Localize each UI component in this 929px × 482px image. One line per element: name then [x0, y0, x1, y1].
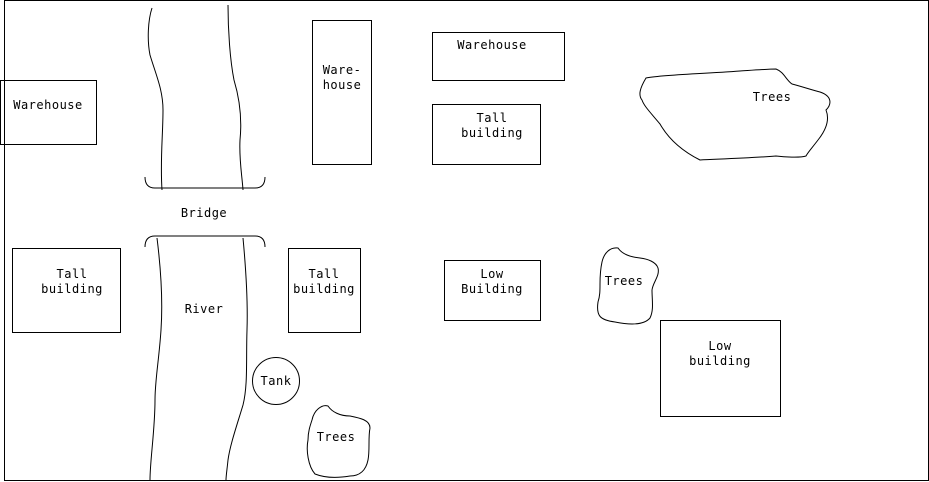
warehouse-left — [0, 80, 97, 145]
low-building-center — [444, 260, 541, 321]
river-east-bank-south — [225, 237, 248, 481]
low-building-right — [660, 320, 781, 417]
river-west-bank-north — [147, 7, 164, 191]
trees-bottom-outline — [306, 405, 371, 478]
tank-marker — [252, 357, 300, 405]
river-west-bank-south — [149, 237, 163, 481]
bridge-south-abutment — [144, 235, 266, 248]
bridge-north-abutment — [144, 176, 266, 189]
tall-building-left — [12, 248, 121, 333]
warehouse-tall — [312, 20, 372, 165]
tall-building-top — [432, 104, 541, 165]
trees-middle-outline — [597, 247, 659, 325]
tall-building-center — [288, 248, 361, 333]
warehouse-top — [432, 32, 565, 81]
trees-top-right-outline — [639, 68, 831, 161]
map-border — [4, 0, 929, 481]
river-east-bank-north — [227, 4, 244, 191]
